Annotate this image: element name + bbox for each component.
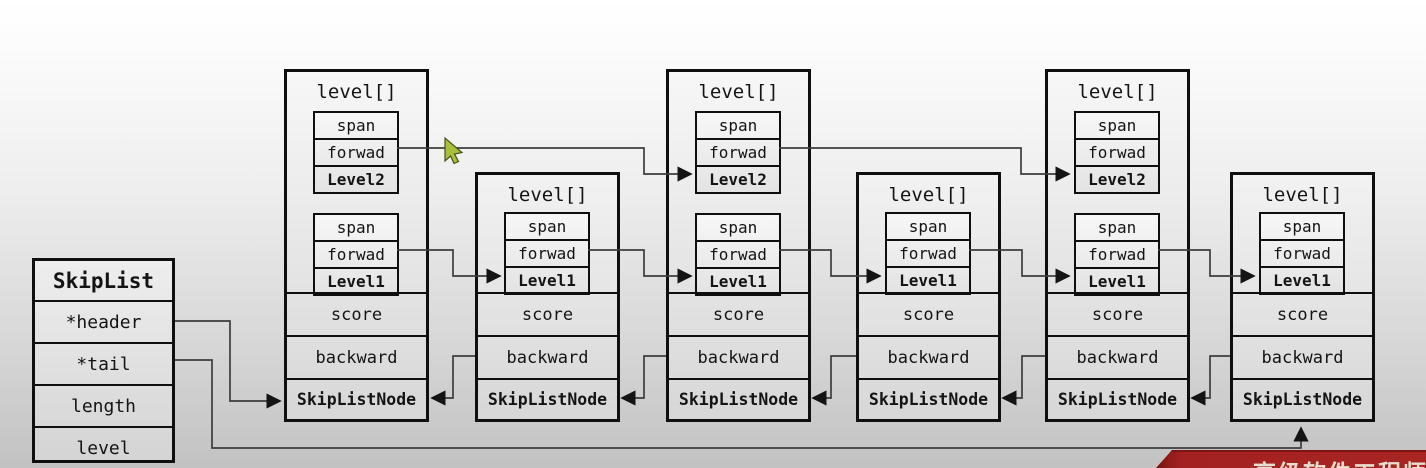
score-cell: score — [859, 292, 998, 335]
arrow-level2-node3-node5 — [779, 147, 1071, 182]
field-tail: *tail — [35, 342, 172, 384]
field-header: *header — [35, 300, 172, 342]
level-array-label: level[] — [1262, 184, 1343, 206]
forward-cell: forwad — [1261, 239, 1343, 266]
backward-cell: backward — [669, 335, 808, 378]
forward-cell: forwad — [1076, 240, 1158, 267]
span-cell: span — [1097, 116, 1137, 135]
forward-cell: forwad — [315, 240, 397, 267]
level2-entry-box: span forwad Level2 — [313, 111, 399, 194]
field-level: level — [35, 426, 172, 468]
span-cell: span — [527, 217, 567, 236]
forward-cell: forwad — [887, 239, 969, 266]
skiplist-struct-box: SkipList *header *tail length level — [32, 258, 175, 463]
level-label-cell: Level1 — [315, 267, 397, 294]
level-array-label: level[] — [316, 81, 397, 103]
node-type-cell: SkipListNode — [287, 378, 426, 419]
watermark-text: 高级软件工程师培训大厂 — [1253, 454, 1426, 468]
level2-entry-box: span forwad Level2 — [695, 111, 781, 194]
score-cell: score — [1048, 292, 1187, 335]
forward-cell: forwad — [697, 240, 779, 267]
backward-cell: backward — [859, 335, 998, 378]
span-cell: span — [718, 218, 758, 237]
skiplist-node-5: level[] span forwad Level2 span forwad L… — [1045, 69, 1190, 422]
span-cell: span — [336, 218, 376, 237]
level1-entry-box: span forwad Level1 — [1259, 212, 1345, 295]
field-length: length — [35, 384, 172, 426]
level-label-cell: Level1 — [887, 266, 969, 293]
skiplist-node-3: level[] span forwad Level2 span forwad L… — [666, 69, 811, 422]
node-type-cell: SkipListNode — [478, 378, 617, 419]
level1-entry-box: span forwad Level1 — [313, 213, 399, 296]
node-type-cell: SkipListNode — [669, 378, 808, 419]
backward-cell: backward — [1048, 335, 1187, 378]
level1-entry-box: span forwad Level1 — [1074, 213, 1160, 296]
backward-cell: backward — [1233, 335, 1372, 378]
span-cell: span — [336, 116, 376, 135]
skiplist-node-1: level[] span forwad Level2 span forwad L… — [284, 69, 429, 422]
level-label-cell: Level2 — [697, 165, 779, 192]
node-type-cell: SkipListNode — [1048, 378, 1187, 419]
level-label-cell: Level1 — [506, 266, 588, 293]
level1-entry-box: span forwad Level1 — [695, 213, 781, 296]
forward-cell: forwad — [315, 138, 397, 165]
arrow-backward-node2-node1 — [430, 355, 475, 406]
arrow-header-to-node1 — [175, 320, 282, 409]
backward-cell: backward — [287, 335, 426, 378]
backward-cell: backward — [478, 335, 617, 378]
level1-entry-box: span forwad Level1 — [885, 212, 971, 295]
level-label-cell: Level2 — [1076, 165, 1158, 192]
arrow-backward-node3-node2 — [620, 355, 666, 406]
node-type-cell: SkipListNode — [859, 378, 998, 419]
skiplist-node-6: level[] span forwad Level1 score backwar… — [1230, 172, 1375, 422]
span-cell: span — [1097, 218, 1137, 237]
arrow-backward-node6-node5 — [1190, 355, 1230, 406]
level-array-label: level[] — [888, 184, 969, 206]
level-label-cell: Level1 — [1261, 266, 1343, 293]
arrow-backward-node5-node4 — [1001, 355, 1045, 406]
score-cell: score — [287, 292, 426, 335]
level1-entry-box: span forwad Level1 — [504, 212, 590, 295]
forward-cell: forwad — [697, 138, 779, 165]
level-array-label: level[] — [1077, 81, 1158, 103]
node-type-cell: SkipListNode — [1233, 378, 1372, 419]
level-array-label: level[] — [507, 184, 588, 206]
level-label-cell: Level2 — [315, 165, 397, 192]
level-label-cell: Level1 — [1076, 267, 1158, 294]
span-cell: span — [908, 217, 948, 236]
mouse-pointer-icon — [444, 136, 464, 165]
score-cell: score — [1233, 292, 1372, 335]
level-label-cell: Level1 — [697, 267, 779, 294]
forward-cell: forwad — [506, 239, 588, 266]
score-cell: score — [669, 292, 808, 335]
arrow-level2-node1-node3 — [397, 147, 693, 182]
watermark-ribbon: 高级软件工程师培训大厂 — [1156, 450, 1426, 468]
arrow-backward-node4-node3 — [811, 355, 856, 406]
skiplist-title: SkipList — [52, 268, 155, 293]
skiplist-node-4: level[] span forwad Level1 score backwar… — [856, 172, 1001, 422]
span-cell: span — [718, 116, 758, 135]
level2-entry-box: span forwad Level2 — [1074, 111, 1160, 194]
level-array-label: level[] — [698, 81, 779, 103]
forward-cell: forwad — [1076, 138, 1158, 165]
score-cell: score — [478, 292, 617, 335]
span-cell: span — [1282, 217, 1322, 236]
skiplist-node-2: level[] span forwad Level1 score backwar… — [475, 172, 620, 422]
